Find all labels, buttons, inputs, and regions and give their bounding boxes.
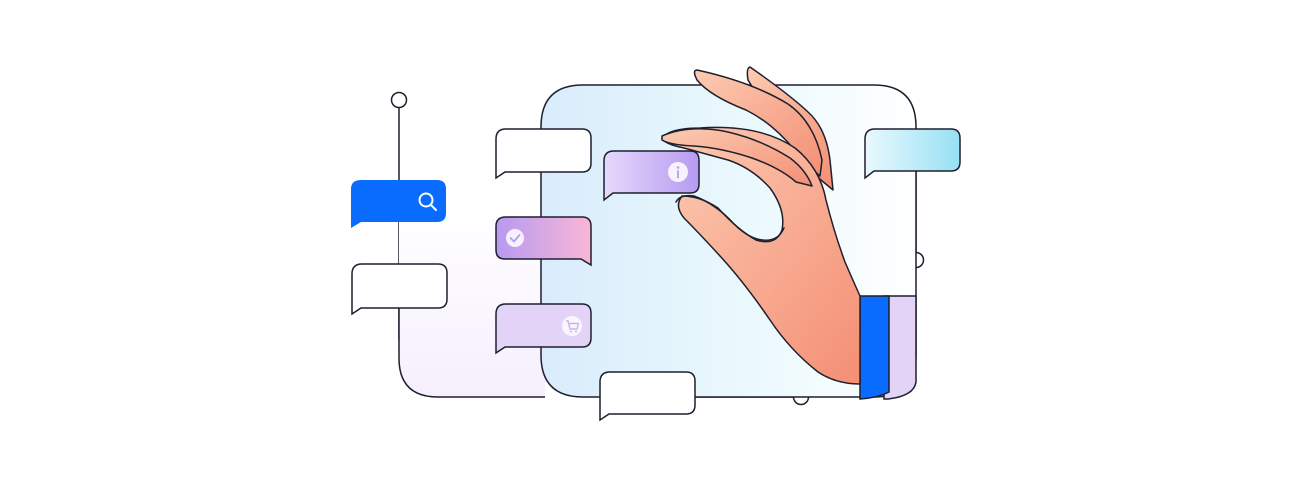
connector-node-top-left — [390, 91, 408, 109]
empty-bubble-left — [351, 263, 448, 316]
check-bubble[interactable] — [495, 216, 592, 267]
empty-bubble-top — [495, 128, 592, 180]
check-icon — [506, 229, 524, 247]
cyan-bubble — [864, 128, 961, 180]
info-icon — [668, 162, 688, 182]
cart-bubble[interactable] — [495, 303, 592, 355]
sleeve-blue — [859, 295, 890, 400]
finger-index — [661, 128, 813, 187]
search-icon — [418, 192, 437, 211]
thumb — [675, 194, 785, 241]
empty-bubble-bottom — [599, 371, 696, 422]
sleeve-lilac — [883, 295, 917, 400]
hand-palm — [661, 126, 861, 385]
info-bubble[interactable] — [603, 150, 700, 202]
cart-icon — [562, 316, 582, 336]
search-bubble[interactable] — [351, 180, 446, 228]
hand-pinching — [661, 66, 917, 400]
